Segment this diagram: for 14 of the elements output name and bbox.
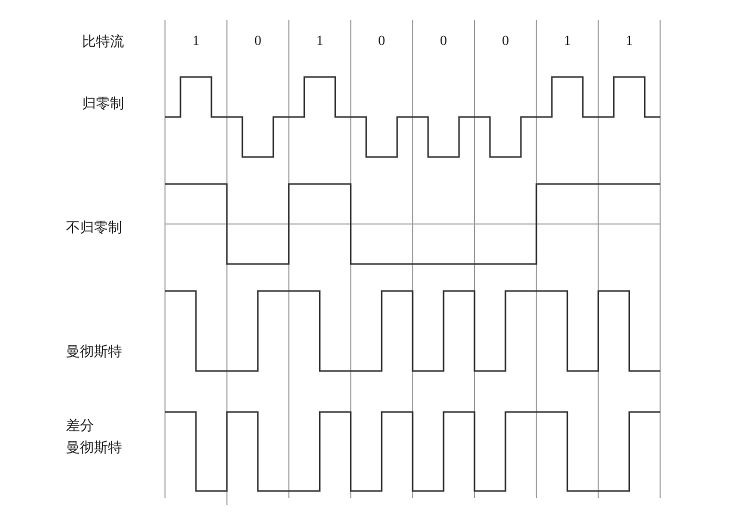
bit-value: 0	[378, 34, 386, 50]
row-label: 不归零制	[66, 220, 122, 236]
row-label: 差分	[66, 418, 94, 434]
row-label: 比特流	[82, 34, 124, 50]
row-label: 曼彻斯特	[66, 344, 122, 360]
row-label: 归零制	[82, 96, 124, 112]
bit-value: 0	[440, 34, 448, 50]
bit-value: 0	[502, 34, 509, 50]
bit-value: 0	[254, 34, 262, 50]
bit-value: 1	[192, 34, 200, 50]
bit-value: 1	[316, 34, 324, 50]
bit-value: 1	[564, 34, 571, 50]
row-label: 曼彻斯特	[66, 440, 122, 456]
bit-value: 1	[626, 34, 633, 50]
